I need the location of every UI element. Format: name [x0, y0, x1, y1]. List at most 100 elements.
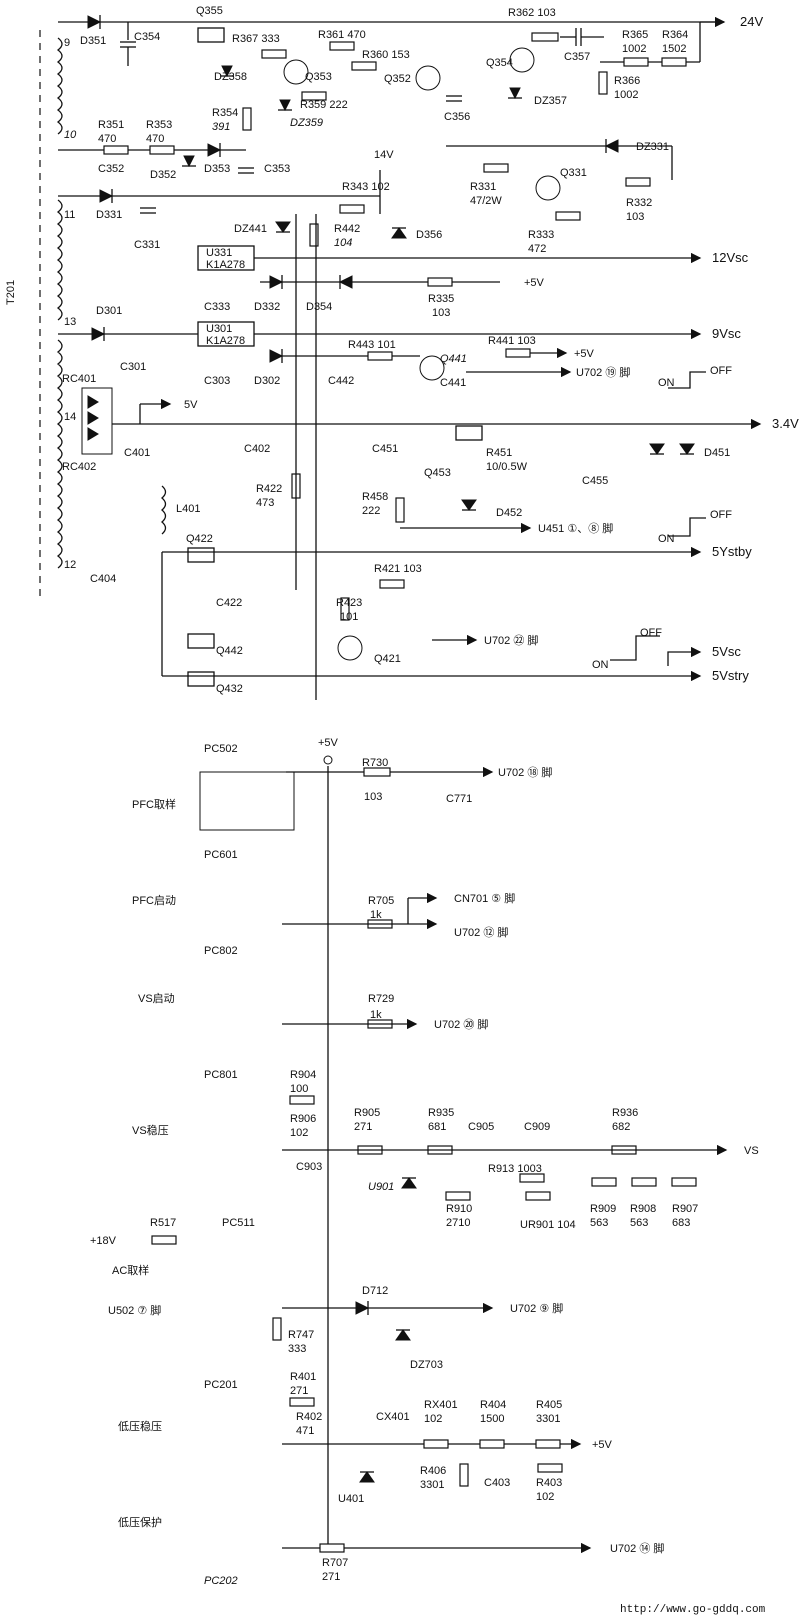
- winding-11: 11: [64, 209, 75, 221]
- dz331-label: DZ331: [636, 141, 669, 153]
- q352-label: Q352: [384, 73, 411, 85]
- rail-24v: 24V: [740, 14, 763, 29]
- pc802-label: PC802: [204, 945, 238, 957]
- r423-value: 101: [340, 611, 358, 623]
- dz359-label: DZ359: [290, 117, 323, 129]
- u702-20-label: U702 ⑳ 脚: [434, 1017, 488, 1031]
- r451-value: 10/0.5W: [486, 461, 528, 473]
- r405-value: 3301: [536, 1413, 560, 1425]
- u702-19-label: U702 ⑲ 脚: [576, 365, 630, 379]
- u451-label: U451 ①、⑧ 脚: [538, 521, 613, 535]
- r401-label: R401: [290, 1371, 316, 1383]
- c357-label: C357: [564, 51, 590, 63]
- q421-label: Q421: [374, 653, 401, 665]
- r406-value: 3301: [420, 1479, 444, 1491]
- r908-label: R908: [630, 1203, 656, 1215]
- r935-value: 681: [428, 1121, 446, 1133]
- r451-label: R451: [486, 447, 512, 459]
- c402-label: C402: [244, 443, 270, 455]
- d301-label: D301: [96, 305, 122, 317]
- r747-label: R747: [288, 1329, 314, 1341]
- rail-34v-section: RC401 RC402 5V 3.4V C401 C402 C451 R451 …: [62, 373, 799, 545]
- c905-label: C905: [468, 1121, 494, 1133]
- r332-label: R332: [626, 197, 652, 209]
- rail-5vstry: 5Vstry: [712, 668, 749, 683]
- c451-label: C451: [372, 443, 398, 455]
- r913-label: R913 1003: [488, 1163, 542, 1175]
- pc801-func: VS稳压: [132, 1123, 169, 1137]
- rail-5vsc: 5Vsc: [712, 644, 741, 659]
- d332-label: D332: [254, 301, 280, 313]
- q355-label: Q355: [196, 5, 223, 17]
- v5-label: 5V: [184, 399, 198, 411]
- v14-label: 14V: [374, 149, 394, 161]
- winding-12: 12: [64, 559, 76, 571]
- r366-label: R366: [614, 75, 640, 87]
- r354-value: 391: [212, 121, 230, 133]
- p18v-label: +18V: [90, 1235, 117, 1247]
- u702-22-label: U702 ㉒ 脚: [484, 633, 538, 647]
- c403-label: C403: [484, 1477, 510, 1489]
- r406-label: R406: [420, 1465, 446, 1477]
- d451-label: D451: [704, 447, 730, 459]
- rail-12vsc: 12Vsc: [712, 250, 749, 265]
- u702-12-label: U702 ⑫ 脚: [454, 925, 508, 939]
- q422-label: Q422: [186, 533, 213, 545]
- c303-label: C303: [204, 375, 230, 387]
- rc402-label: RC402: [62, 461, 96, 473]
- pc202-label: PC202: [204, 1575, 238, 1587]
- d302-label: D302: [254, 375, 280, 387]
- d353-label: D353: [204, 163, 230, 175]
- r353-label: R353: [146, 119, 172, 131]
- r401-value: 271: [290, 1385, 308, 1397]
- u331-part: K1A278: [206, 259, 245, 271]
- u702-14-label: U702 ⑭ 脚: [610, 1541, 664, 1555]
- cn701-5-label: CN701 ⑤ 脚: [454, 891, 515, 905]
- r405-label: R405: [536, 1399, 562, 1411]
- r458-value: 222: [362, 505, 380, 517]
- r905-label: R905: [354, 1107, 380, 1119]
- rail-24v-section: D351 C354 Q355 R367 333 R361 470 R362 10…: [58, 5, 763, 133]
- dz703-label: DZ703: [410, 1359, 443, 1371]
- r367-label: R367 333: [232, 33, 280, 45]
- u901-label: U901: [368, 1181, 394, 1193]
- cx401-label: CX401: [376, 1411, 410, 1423]
- u331-label: U331: [206, 247, 232, 259]
- r333-value: 472: [528, 243, 546, 255]
- r935-label: R935: [428, 1107, 454, 1119]
- c404-label: C404: [90, 573, 116, 585]
- q354-label: Q354: [486, 57, 513, 69]
- dz358-label: DZ358: [214, 71, 247, 83]
- r910-value: 2710: [446, 1217, 470, 1229]
- r441-label: R441 103: [488, 335, 536, 347]
- off-label-3: OFF: [640, 627, 662, 639]
- rail-9v-section: D301 C301 U301 K1A278 9Vsc C303 D302 R44…: [58, 305, 741, 389]
- winding-13: 13: [64, 316, 76, 328]
- dz441-label: DZ441: [234, 223, 267, 235]
- r517-label: R517: [150, 1217, 176, 1229]
- u702-9-label: U702 ⑨ 脚: [510, 1301, 563, 1315]
- u702-18-label: U702 ⑱ 脚: [498, 765, 552, 779]
- r747-value: 333: [288, 1343, 306, 1355]
- rail-5ystby: 5Ystby: [712, 544, 752, 559]
- r905-value: 271: [354, 1121, 372, 1133]
- r403-value: 102: [536, 1491, 554, 1503]
- q432-label: Q432: [216, 683, 243, 695]
- d712-label: D712: [362, 1285, 388, 1297]
- pc511-label: PC511: [222, 1217, 255, 1229]
- c333-label: C333: [204, 301, 230, 313]
- r730-label: R730: [362, 757, 388, 769]
- r343-label: R343 102: [342, 181, 390, 193]
- d354-label: D354: [306, 301, 332, 313]
- p5v-bottom: +5V: [318, 737, 339, 749]
- u401-label: U401: [338, 1493, 364, 1505]
- source-url: http://www.go-gddq.com: [620, 1604, 766, 1616]
- q453-label: Q453: [424, 467, 451, 479]
- r907-label: R907: [672, 1203, 698, 1215]
- r705-value: 1k: [370, 909, 382, 921]
- r365-value: 1002: [622, 43, 646, 55]
- r904-label: R904: [290, 1069, 316, 1081]
- r360-label: R360 153: [362, 49, 410, 61]
- r331-label: R331: [470, 181, 496, 193]
